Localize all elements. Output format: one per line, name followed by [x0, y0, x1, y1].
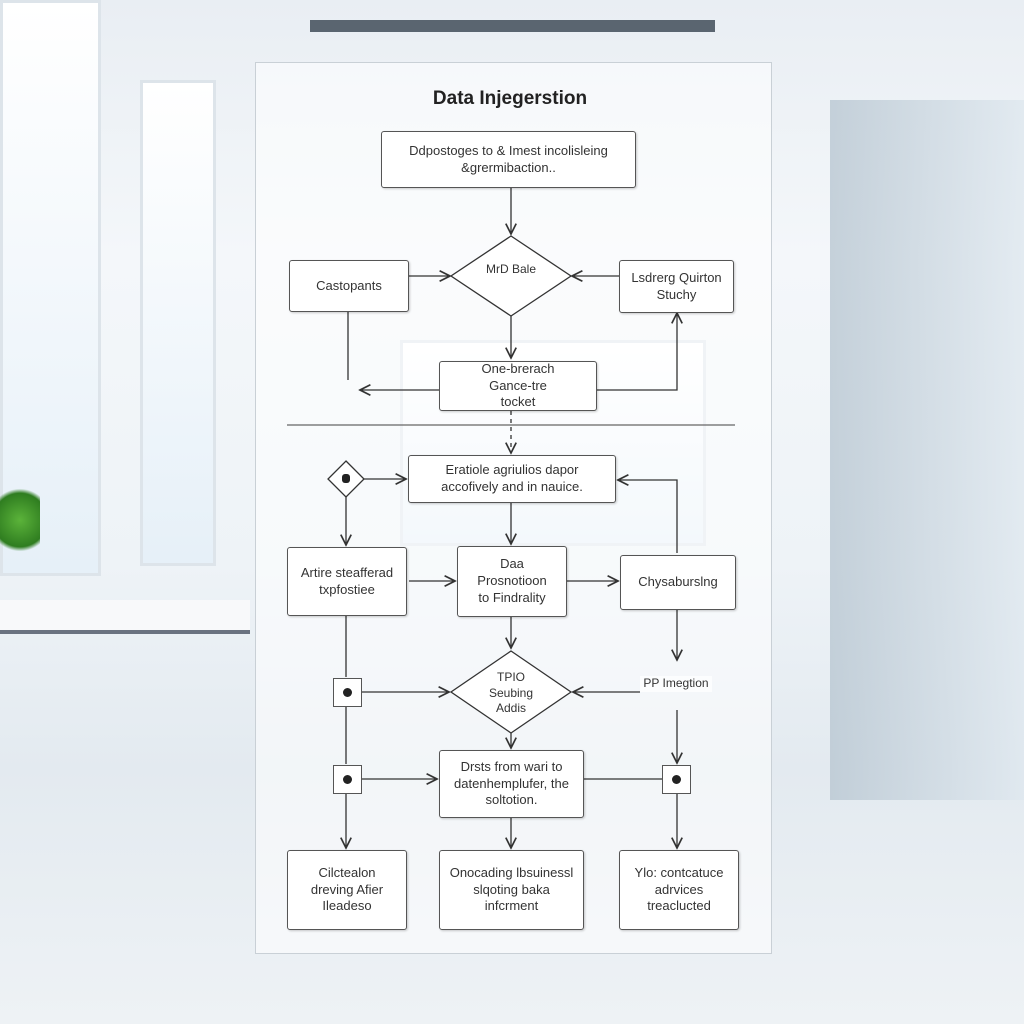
- decision-diamond-1: [449, 235, 573, 317]
- left-window-2: [140, 80, 216, 566]
- node-drsts: Drsts from wari to datenhemplufer, the s…: [439, 750, 584, 818]
- ceiling-light: [310, 20, 715, 32]
- node-top: Ddpostoges to & Imest incolisleing &grer…: [381, 131, 636, 188]
- checkpoint-square-3: [662, 765, 691, 794]
- desk: [0, 600, 250, 634]
- node-promotion: Daa Prosnotioon to Findrality: [457, 546, 567, 617]
- node-eratile: Eratiole agriulios dapor accofively and …: [408, 455, 616, 503]
- diagram-title: Data Injegerstion: [432, 88, 588, 109]
- node-artire: Artire steafferad txpfostiee: [287, 547, 407, 616]
- decision-1-label: MrD Bale: [486, 262, 537, 276]
- checkpoint-square-1: [333, 678, 362, 707]
- checkpoint-square-2: [333, 765, 362, 794]
- clock-icon: [672, 775, 681, 784]
- plant: [0, 480, 40, 560]
- node-chysaburs: Chysaburslng: [620, 555, 736, 610]
- node-bottom-right: Ylo: contcatuce adrvices treaclucted: [619, 850, 739, 930]
- node-bottom-left: Cilctealon dreving Afier Ileadeso: [287, 850, 407, 930]
- clock-icon: [343, 775, 352, 784]
- small-diamond-icon: [342, 474, 350, 483]
- node-right-1: Lsdrerg Quirton Stuchy: [619, 260, 734, 313]
- glass-wall: [830, 100, 1024, 800]
- check-icon: [343, 688, 352, 697]
- node-bottom-mid: Onocading lbsuinessl slqoting baka infcr…: [439, 850, 584, 930]
- node-left-1: Castopants: [289, 260, 409, 312]
- decision-2-label: TPIO Seubing Addis: [488, 670, 534, 716]
- node-pp: PP Imegtion: [640, 676, 712, 692]
- node-branch: One-brerach Gance-tre tocket: [439, 361, 597, 411]
